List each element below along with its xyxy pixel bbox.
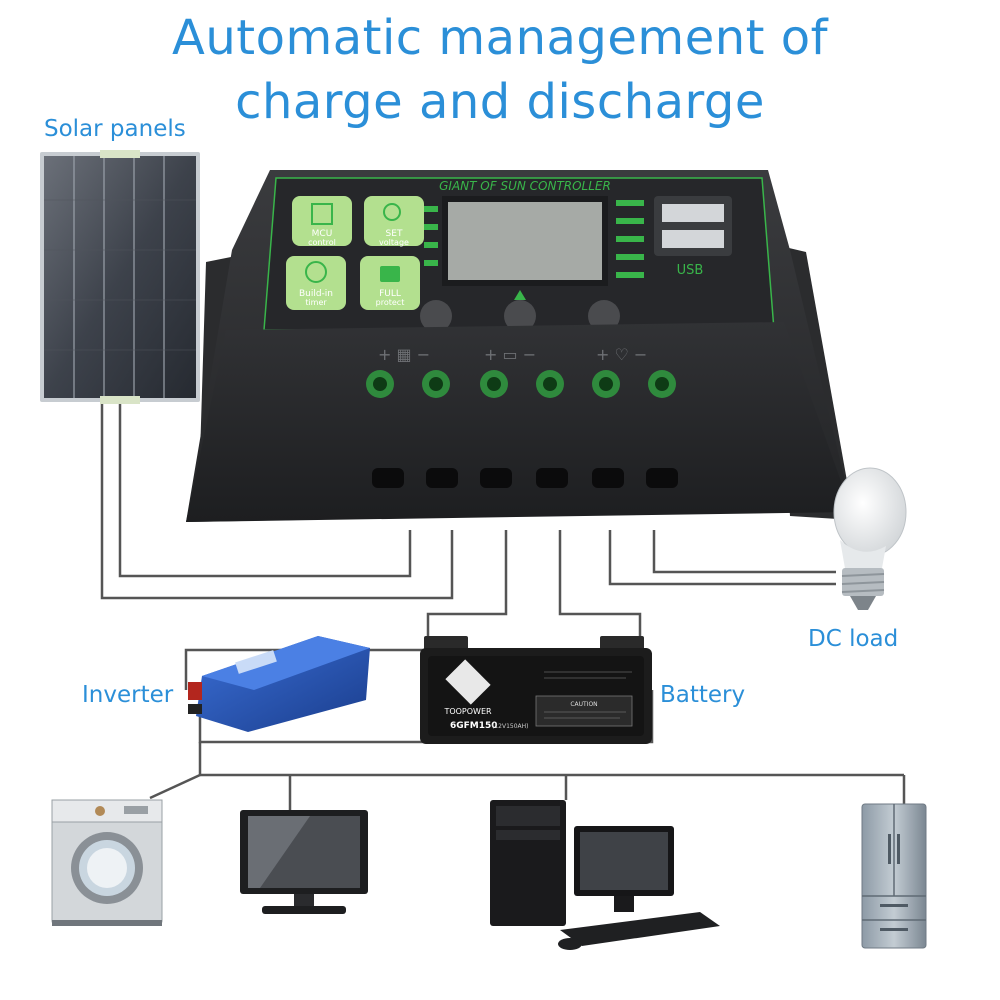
solar-wire-negative (118, 402, 412, 578)
svg-text:+ ▦ −: + ▦ − (378, 345, 430, 364)
dc-load-label: DC load (808, 626, 899, 652)
battery-wire-negative (558, 530, 642, 652)
battery-brand: TOOPOWER (443, 707, 492, 716)
desktop-computer-icon (490, 800, 720, 950)
load-wire-positive (608, 530, 836, 586)
svg-text:+ ♡ −: + ♡ − (596, 345, 647, 364)
title-line-1: Automatic management of (172, 10, 828, 66)
mcu-button-subtext: control (308, 238, 336, 247)
set-button-subtext: voltage (379, 238, 409, 247)
charge-controller-icon: GIANT OF SUN CONTROLLER MCU control SET … (186, 170, 854, 522)
solar-panel-icon (40, 150, 200, 404)
battery-icon: TOOPOWER 6GFM150 (12V150AH) CAUTION (420, 636, 652, 744)
battery-spec: (12V150AH) (492, 723, 529, 730)
screw-terminals (366, 370, 676, 398)
inverter-label: Inverter (82, 682, 174, 708)
battery-label: Battery (660, 682, 746, 708)
full-button-subtext: protect (376, 298, 405, 307)
controller-brand-text: GIANT OF SUN CONTROLLER (439, 179, 611, 193)
refrigerator-icon (861, 803, 927, 949)
load-wire-negative (652, 530, 836, 574)
svg-text:+ ▭ −: + ▭ − (484, 345, 536, 364)
lcd-screen (448, 202, 602, 280)
solar-wire-positive (100, 402, 454, 600)
solar-panels-label: Solar panels (44, 116, 186, 142)
light-bulb-icon (833, 467, 907, 610)
mcu-button-text: MCU (312, 229, 333, 239)
usb-label: USB (677, 263, 704, 278)
battery-wire-positive (426, 530, 508, 652)
battery-caution: CAUTION (570, 701, 597, 708)
battery-model: 6GFM150 (450, 721, 498, 731)
monitor-icon (240, 810, 368, 914)
timer-button-text: Build-in (299, 289, 333, 299)
title-line-2: charge and discharge (235, 74, 765, 130)
washer-drop (149, 773, 201, 800)
washing-machine-icon (51, 799, 163, 926)
wiring (100, 402, 906, 810)
inverter-icon (188, 636, 370, 732)
set-button-text: SET (386, 229, 403, 239)
timer-button-subtext: timer (305, 298, 327, 307)
full-button-text: FULL (379, 289, 401, 299)
